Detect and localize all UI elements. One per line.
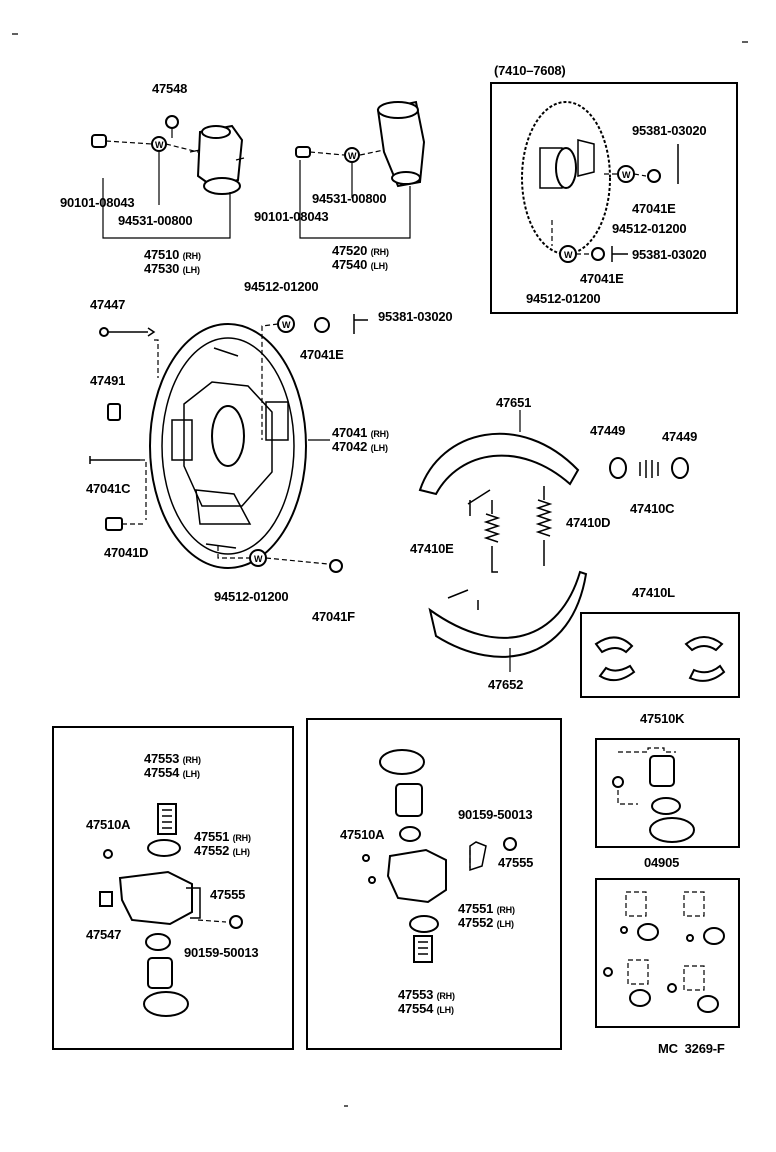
label-47410D: 47410D <box>566 515 611 530</box>
label-47552-lh-a: 47552 (LH) <box>194 843 250 858</box>
svg-text:W: W <box>564 250 573 260</box>
label-47552-lh-b: 47552 (LH) <box>458 915 514 930</box>
box-47510K <box>595 738 740 848</box>
label-95381-03020-a: 95381-03020 <box>632 123 707 138</box>
label-47530-lh: 47530 (LH) <box>144 261 200 276</box>
svg-text:W: W <box>348 151 357 161</box>
label-47510A-b: 47510A <box>340 827 385 842</box>
label-47447: 47447 <box>90 297 126 312</box>
kit-04905-drawing <box>603 891 725 1013</box>
label-94512-01200-d: 94512-01200 <box>214 589 289 604</box>
label-94512-01200-b: 94512-01200 <box>526 291 601 306</box>
label-47540-lh: 47540 (LH) <box>332 257 388 272</box>
brake-shoe-47651-drawing <box>418 410 580 516</box>
label-47510A-a: 47510A <box>86 817 131 832</box>
label-47510K: 47510K <box>640 711 685 726</box>
spring-47410E-drawing <box>483 500 501 573</box>
footer-code: MC 3269-F <box>658 1041 725 1056</box>
label-47652: 47652 <box>488 677 524 692</box>
label-47553-rh-a: 47553 (RH) <box>144 751 201 766</box>
label-47547: 47547 <box>86 927 122 942</box>
wheel-cylinder-47520-drawing: W <box>295 100 426 239</box>
label-90159-50013-a: 90159-50013 <box>184 945 259 960</box>
backing-plate-7410-drawing: W W <box>521 101 679 263</box>
label-47555-a: 47555 <box>210 887 246 902</box>
label-94512-01200-a: 94512-01200 <box>612 221 687 236</box>
label-90101-08043-a: 90101-08043 <box>60 195 135 210</box>
box-04905 <box>595 878 740 1028</box>
label-47555-b: 47555 <box>498 855 534 870</box>
label-47410L: 47410L <box>632 585 675 600</box>
box-47410L <box>580 612 740 698</box>
svg-text:W: W <box>155 140 164 150</box>
label-47548: 47548 <box>152 81 188 96</box>
wheel-cylinder-47510-drawing: W <box>91 115 245 239</box>
wheel-cylinder-right-drawing <box>362 749 517 963</box>
svg-text:W: W <box>282 320 291 330</box>
label-47041-rh: 47041 (RH) <box>332 425 389 440</box>
label-90101-08043-b: 90101-08043 <box>254 209 329 224</box>
label-47041E-c: 47041E <box>300 347 344 362</box>
label-47510-rh: 47510 (RH) <box>144 247 201 262</box>
label-47041C: 47041C <box>86 481 131 496</box>
adjuster-47449-drawing <box>609 457 689 479</box>
label-47520-rh: 47520 (RH) <box>332 243 389 258</box>
label-47042-lh: 47042 (LH) <box>332 439 388 454</box>
label-04905: 04905 <box>644 855 680 870</box>
label-47554-lh-a: 47554 (LH) <box>144 765 200 780</box>
label-47553-rh-b: 47553 (RH) <box>398 987 455 1002</box>
label-47554-lh-b: 47554 (LH) <box>398 1001 454 1016</box>
label-47041F: 47041F <box>312 609 355 624</box>
label-47449-b: 47449 <box>662 429 698 444</box>
label-47551-rh-b: 47551 (RH) <box>458 901 515 916</box>
label-47041D: 47041D <box>104 545 149 560</box>
label-94531-00800-b: 94531-00800 <box>312 191 387 206</box>
brake-shoe-47652-drawing <box>428 570 588 672</box>
label-47491: 47491 <box>90 373 126 388</box>
label-47651: 47651 <box>496 395 532 410</box>
label-95381-03020-c: 95381-03020 <box>378 309 453 324</box>
label-95381-03020-b: 95381-03020 <box>632 247 707 262</box>
backing-plate-47041-drawing: W W <box>89 314 368 573</box>
shoe-set-47410L-drawing <box>594 636 726 682</box>
label-47551-rh-a: 47551 (RH) <box>194 829 251 844</box>
box-wheel-cylinder-right <box>306 718 562 1050</box>
svg-text:W: W <box>622 170 631 180</box>
label-47041E-a: 47041E <box>632 201 676 216</box>
spring-47410D-drawing <box>535 486 553 566</box>
label-47449-a: 47449 <box>590 423 626 438</box>
label-range-7410-7608: (7410–7608) <box>494 63 566 78</box>
box-backing-plate-7410 <box>490 82 738 314</box>
wheel-cylinder-left-drawing <box>99 803 243 1017</box>
label-94531-00800-a: 94531-00800 <box>118 213 193 228</box>
kit-47510K-drawing <box>612 747 695 843</box>
label-47041E-b: 47041E <box>580 271 624 286</box>
label-47410C: 47410C <box>630 501 675 516</box>
label-90159-50013-b: 90159-50013 <box>458 807 533 822</box>
svg-text:W: W <box>254 554 263 564</box>
label-94512-01200-c: 94512-01200 <box>244 279 319 294</box>
label-47410E: 47410E <box>410 541 454 556</box>
box-wheel-cylinder-left <box>52 726 294 1050</box>
